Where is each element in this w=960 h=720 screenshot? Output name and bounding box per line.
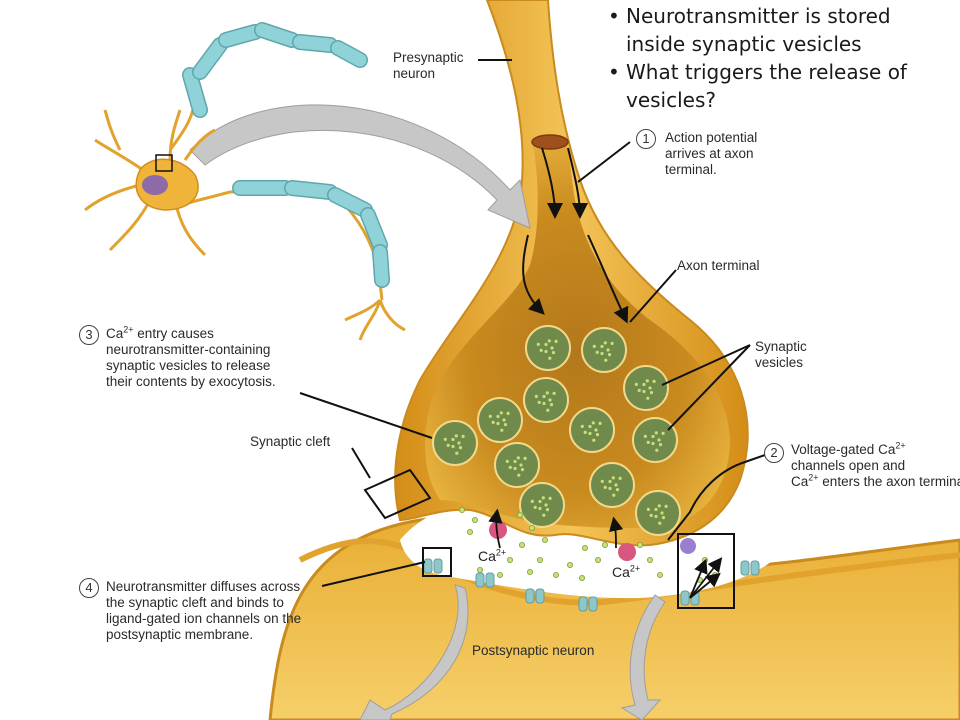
vesicle: [477, 397, 523, 443]
neuron-illustration: [84, 22, 406, 341]
synaptic-cleft-label: Synaptic cleft: [250, 434, 331, 449]
axon-terminal-label: Axon terminal: [677, 258, 760, 273]
neurotransmitter-dot: [595, 557, 602, 564]
myelin-segment: [284, 180, 338, 200]
vesicle: [623, 365, 669, 411]
leader-lines: [299, 59, 766, 587]
myelin-segment: [292, 34, 338, 53]
vesicle: [635, 490, 681, 536]
neurotransmitter-dot: [582, 545, 589, 552]
neurotransmitter-dot: [637, 542, 644, 549]
bullet-stored: Neurotransmitter is stored inside synapt…: [606, 2, 956, 58]
myelin-segment: [360, 207, 388, 253]
neurotransmitter-dot: [647, 557, 654, 564]
neurotransmitter-dot: [657, 572, 664, 579]
bullet-trigger: What triggers the release of vesicles?: [606, 58, 956, 114]
ion-channel: [578, 596, 598, 612]
ion-channel: [525, 588, 545, 604]
ca-ion-label-right: Ca2+: [612, 563, 641, 580]
neurotransmitter-dot: [517, 512, 524, 519]
calcium-channels: [489, 521, 696, 561]
neurotransmitter-dot: [567, 562, 574, 569]
synaptic-vesicles: [432, 325, 681, 536]
neurotransmitter-dot: [529, 525, 536, 532]
vesicle: [589, 462, 635, 508]
step-4-number: 4: [79, 578, 99, 598]
vesicle: [494, 442, 540, 488]
myelin-segment: [330, 40, 368, 68]
myelin-segment: [192, 37, 228, 80]
vesicle: [569, 407, 615, 453]
vesicle: [525, 325, 571, 371]
ion-channel: [475, 572, 495, 588]
zoom-arrows: [189, 104, 666, 720]
neurotransmitter-dot: [579, 575, 586, 582]
vesicle: [581, 327, 627, 373]
channel-detail-box-right: [677, 533, 735, 609]
postsynaptic-membrane: [298, 538, 960, 606]
neurotransmitter-dot: [458, 506, 465, 513]
neurotransmitter-dot: [527, 569, 534, 576]
neurotransmitter-dot: [496, 572, 503, 579]
axon-cut-section: [531, 134, 569, 150]
neurotransmitter-dot: [466, 529, 473, 536]
step-1-number: 1: [636, 129, 656, 149]
vesicle: [523, 377, 569, 423]
neurotransmitter-dot: [542, 537, 549, 544]
neurotransmitter-dot: [553, 572, 560, 579]
myelin-segment: [218, 24, 263, 48]
neurotransmitter-dot: [702, 557, 709, 564]
neurotransmitter-dot: [537, 557, 544, 564]
neurotransmitter-dot: [476, 567, 483, 574]
neurotransmitter-molecules: [458, 506, 719, 584]
ca-entry-arrows: [488, 508, 723, 599]
myelin-segment: [254, 22, 300, 48]
myelin-segment: [372, 244, 390, 288]
step-1-label: Action potential arrives at axon termina…: [665, 130, 758, 177]
neurotransmitter-dot: [506, 557, 513, 564]
myelin-sheaths: [182, 22, 390, 288]
synaptic-vesicles-label: Synaptic vesicles: [755, 339, 807, 370]
vesicle: [519, 482, 565, 528]
neurotransmitter-dot: [471, 517, 478, 524]
step-3-label: Ca2+ entry causes neurotransmitter-conta…: [106, 324, 276, 389]
ca-ion-label-left: Ca2+: [478, 547, 507, 564]
vesicle: [632, 417, 678, 463]
bullet-list: Neurotransmitter is stored inside synapt…: [606, 2, 956, 114]
vesicle: [432, 420, 478, 466]
step-4-label: Neurotransmitter diffuses across the syn…: [106, 579, 302, 642]
step-2-label: Voltage-gated Ca2+ channels open and Ca2…: [791, 440, 960, 489]
postsynaptic-label: Postsynaptic neuron: [472, 643, 595, 658]
step-2-number: 2: [764, 443, 784, 463]
step-3-number: 3: [79, 325, 99, 345]
myelin-segment: [182, 67, 208, 118]
ion-channel: [740, 560, 760, 576]
neurotransmitter-dot: [602, 542, 609, 549]
myelin-segment: [327, 187, 373, 218]
neurotransmitter-dot: [519, 542, 526, 549]
presynaptic-label: Presynaptic neuron: [393, 50, 464, 81]
action-potential-arrows: [522, 147, 629, 324]
